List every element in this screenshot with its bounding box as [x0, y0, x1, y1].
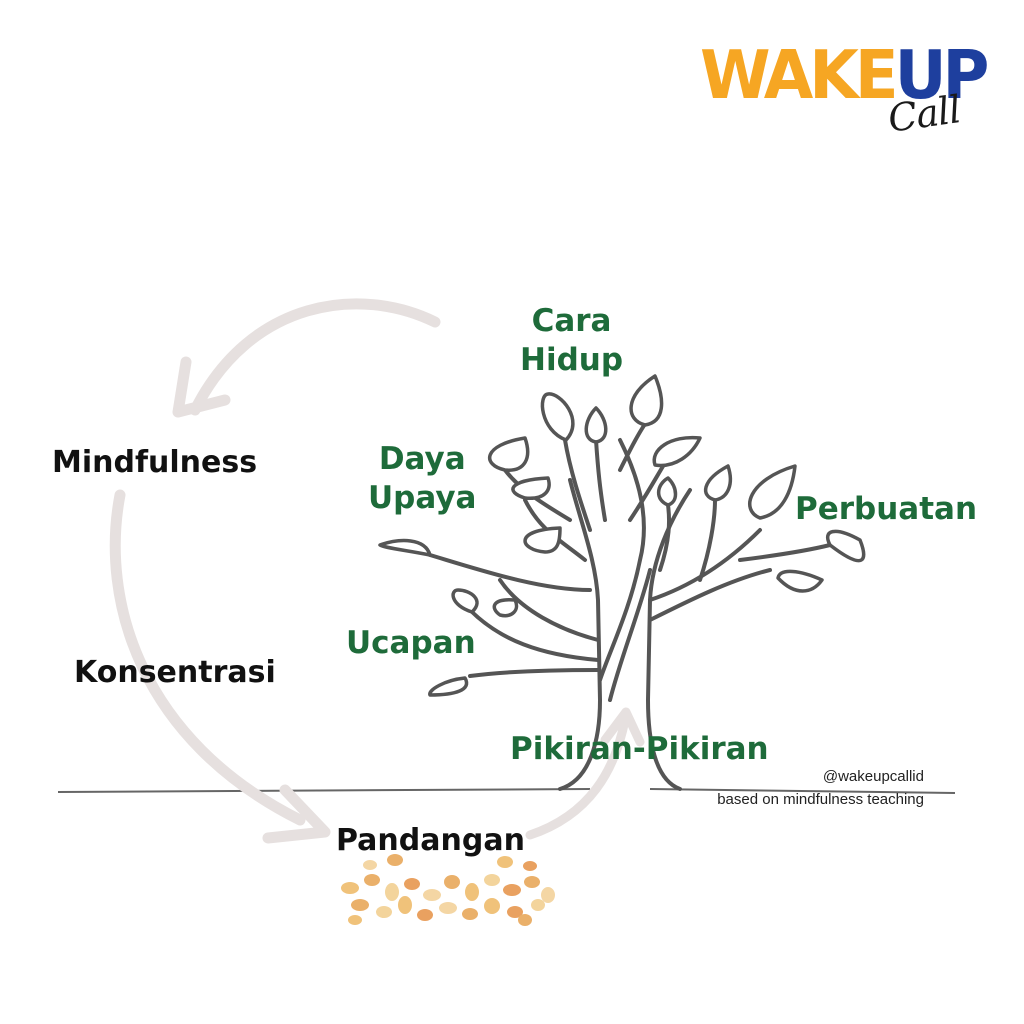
leaf [451, 588, 479, 614]
cycle-arrowhead-top [172, 356, 231, 418]
leaf [629, 374, 664, 427]
leaf [428, 676, 469, 697]
logo-wake-text: WAKE [700, 37, 899, 115]
cycle-arrowhead-bottom [262, 784, 331, 844]
label-cara-hidup: Cara Hidup [520, 303, 624, 378]
logo-up-text: UP [894, 37, 990, 115]
cycle-arrow-left [109, 489, 306, 826]
leaf [748, 464, 797, 520]
label-pikiran-pikiran: Pikiran-Pikiran [510, 731, 769, 767]
leaf [652, 435, 702, 468]
leaf [584, 406, 608, 444]
logo-wordmark: WAKEUP [700, 42, 989, 109]
ground-line [57, 788, 591, 793]
leaf [511, 476, 551, 500]
label-daya-upaya: Daya Upaya [368, 441, 477, 516]
label-perbuatan: Perbuatan [795, 491, 978, 527]
cycle-arrow-top [189, 298, 441, 416]
label-konsentrasi: Konsentrasi [74, 655, 276, 690]
label-mindfulness: Mindfulness [52, 445, 258, 480]
leaf [776, 569, 824, 593]
cycle-arrowhead-up [600, 707, 645, 747]
label-ucapan: Ucapan [346, 625, 476, 661]
leaf [826, 529, 866, 563]
label-pandangan: Pandangan [336, 823, 525, 858]
leaf [378, 538, 432, 557]
leaf [523, 526, 562, 554]
tree-leaves [378, 374, 866, 697]
wakeup-call-logo: WAKEUP Call [700, 40, 989, 140]
leaf [656, 476, 678, 507]
leaf [492, 598, 519, 618]
credit-note: based on mindfulness teaching [717, 791, 924, 808]
leaf [540, 392, 575, 442]
ground-line-right [649, 788, 956, 794]
tree-trunk [428, 418, 832, 791]
leaf [703, 464, 733, 502]
seeds [341, 854, 555, 926]
credit-handle: @wakeupcallid [822, 768, 924, 785]
leaf [487, 436, 530, 472]
cycle-arrow-up [525, 715, 630, 840]
